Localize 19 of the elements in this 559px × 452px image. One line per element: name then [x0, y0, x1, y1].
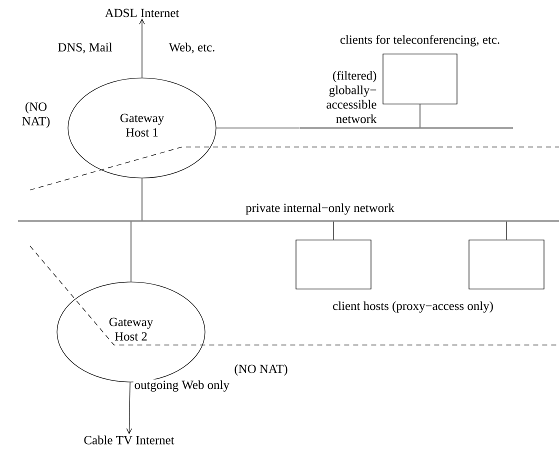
host-box [296, 240, 372, 290]
note-text: (NO NAT) [234, 364, 288, 376]
connector [333, 221, 334, 240]
note-text: private internal−only network [246, 203, 394, 215]
note-text: (filtered) globally− accessible network [326, 70, 377, 124]
note-text: (NO NAT) [22, 102, 50, 128]
connector [506, 221, 507, 240]
terminal-label: Cable TV Internet [84, 436, 174, 444]
edge-label: outgoing Web only [134, 380, 230, 392]
node-label: clients for teleconferencing, etc. [340, 34, 500, 46]
label-text: client hosts (proxy−access only) [333, 301, 493, 313]
label-text: Web, etc. [168, 42, 214, 54]
connector [139, 18, 145, 78]
terminal-label: ADSL Internet [104, 8, 180, 18]
host-box [468, 240, 544, 290]
connector [130, 221, 132, 282]
connector [126, 382, 132, 434]
label-text: DNS, Mail [58, 42, 112, 54]
network-line [18, 220, 559, 222]
